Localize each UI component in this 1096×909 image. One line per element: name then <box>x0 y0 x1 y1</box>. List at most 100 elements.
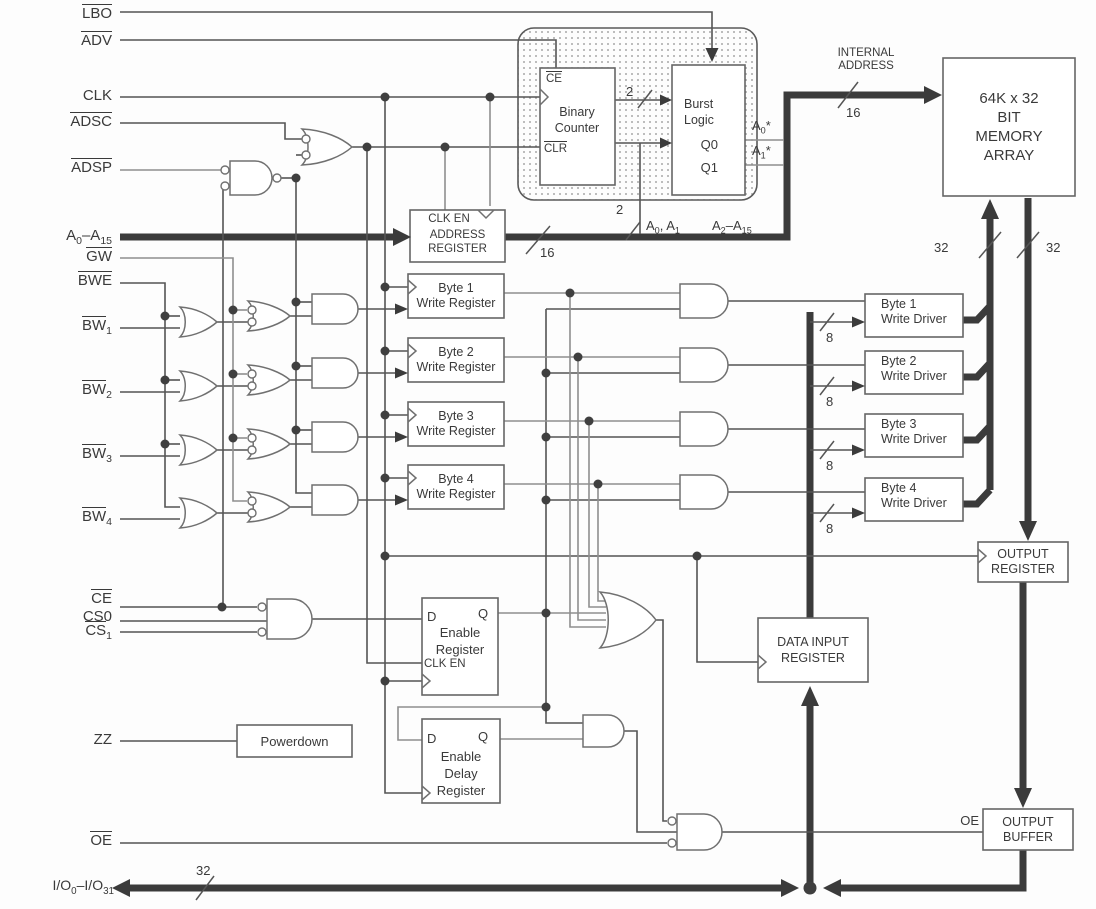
wire-layer-gray <box>120 97 784 741</box>
signal-label-bw1: BW1 <box>81 316 112 337</box>
address-register-clken-label: CLK EN <box>428 213 470 225</box>
arrowheads <box>112 48 1037 897</box>
delay-register-d-label: D <box>427 731 437 746</box>
enable-register-outline <box>421 597 499 696</box>
width-2-label-a: 2 <box>626 84 634 99</box>
width-8-label-2: 8 <box>826 394 834 409</box>
memory-array-outline <box>942 57 1076 197</box>
block-outlines <box>236 57 1076 851</box>
width-8-label-4: 8 <box>826 521 834 536</box>
signal-label-bw2: BW2 <box>81 380 112 401</box>
logic-gates <box>178 128 729 851</box>
output-buffer-oe-label: OE <box>960 813 979 828</box>
write-register3-outline <box>407 401 505 447</box>
write-register4-outline <box>407 464 505 510</box>
signal-label-bw3: BW3 <box>81 444 112 465</box>
driver2-out <box>963 360 993 381</box>
or-gate-bw3 <box>178 434 219 466</box>
write-driver1-outline <box>864 293 964 338</box>
enable-delay-register-outline <box>421 718 501 804</box>
and-gate-driver1 <box>679 283 729 319</box>
or-gate-bw4 <box>178 497 219 529</box>
a0-star-label: A0* <box>752 118 771 136</box>
or-gate-write-detect <box>598 591 657 649</box>
nor-gate-byte2 <box>246 364 292 396</box>
width-32-io-label: 32 <box>196 863 211 878</box>
driver4-out <box>963 487 993 508</box>
counter-clr-label: CLR <box>544 141 568 155</box>
and-gate-driver2 <box>679 347 729 383</box>
powerdown-outline <box>236 724 353 758</box>
a0-a1-label: A0, A1 <box>646 218 680 236</box>
driver3-out <box>963 423 993 444</box>
width-32-in-label: 32 <box>934 240 949 255</box>
output-buffer-bus <box>838 846 1027 892</box>
signal-label-adsp: ADSP <box>71 158 112 176</box>
counter-ce-label: CE <box>546 71 562 85</box>
write-driver3-outline <box>864 413 964 458</box>
signal-label-oe: OE <box>90 831 112 849</box>
signal-label-adsc: ADSC <box>70 112 112 130</box>
or-gate-bw2 <box>178 370 219 402</box>
nor-gate-byte4 <box>246 491 292 523</box>
width-8-label-1: 8 <box>826 330 834 345</box>
nor-gate-byte3 <box>246 428 292 460</box>
enable-register-d-label: D <box>427 609 437 624</box>
a1-star-label: A1* <box>752 143 771 161</box>
and-gate-output-enable <box>676 813 723 851</box>
width-16-label-b: 16 <box>846 105 861 120</box>
signal-label-lbo: LBO <box>81 4 112 22</box>
width-16-label-a: 16 <box>540 245 555 260</box>
binary-counter-outline <box>539 67 616 186</box>
and-gate-driver4 <box>679 474 729 510</box>
write-register2-outline <box>407 337 505 383</box>
burst-q0-label: Q0 <box>700 137 718 152</box>
and-gate-driver3 <box>679 411 729 447</box>
clock-chevrons <box>407 88 988 801</box>
internal-address-bus <box>505 91 927 241</box>
inverter-bubbles <box>220 134 677 848</box>
driver1-out <box>963 303 993 324</box>
width-2-label-b: 2 <box>616 202 624 217</box>
write-register1-outline <box>407 273 505 319</box>
address-register-outline <box>409 209 506 263</box>
enable-register-q-label: Q <box>478 606 489 621</box>
or-gate-bw1 <box>178 306 219 338</box>
delay-register-q-label: Q <box>478 729 489 744</box>
and-gate-byte2 <box>311 357 359 389</box>
and-gate-enable-delay <box>582 714 625 748</box>
enable-register-clken-label: CLK EN <box>424 658 466 670</box>
burst-q1-label: Q1 <box>700 160 718 175</box>
block-powerdown: Powerdown <box>260 733 329 749</box>
or-gate-clkgen <box>300 128 354 166</box>
signal-label-adv: ADV <box>81 31 112 49</box>
output-buffer-outline <box>982 808 1074 851</box>
signal-label-ce: CE <box>91 589 112 607</box>
and-gate-byte1 <box>311 293 359 325</box>
width-32-out-label: 32 <box>1046 240 1061 255</box>
signal-label-zz: ZZ <box>93 731 112 748</box>
signal-label-gw: GW <box>86 247 112 265</box>
output-register-outline <box>977 541 1069 583</box>
signal-label-clk: CLK <box>82 87 112 104</box>
and-gate-chip-enable <box>266 598 313 640</box>
data-input-register-outline <box>757 617 869 683</box>
width-8-label-3: 8 <box>826 458 834 473</box>
